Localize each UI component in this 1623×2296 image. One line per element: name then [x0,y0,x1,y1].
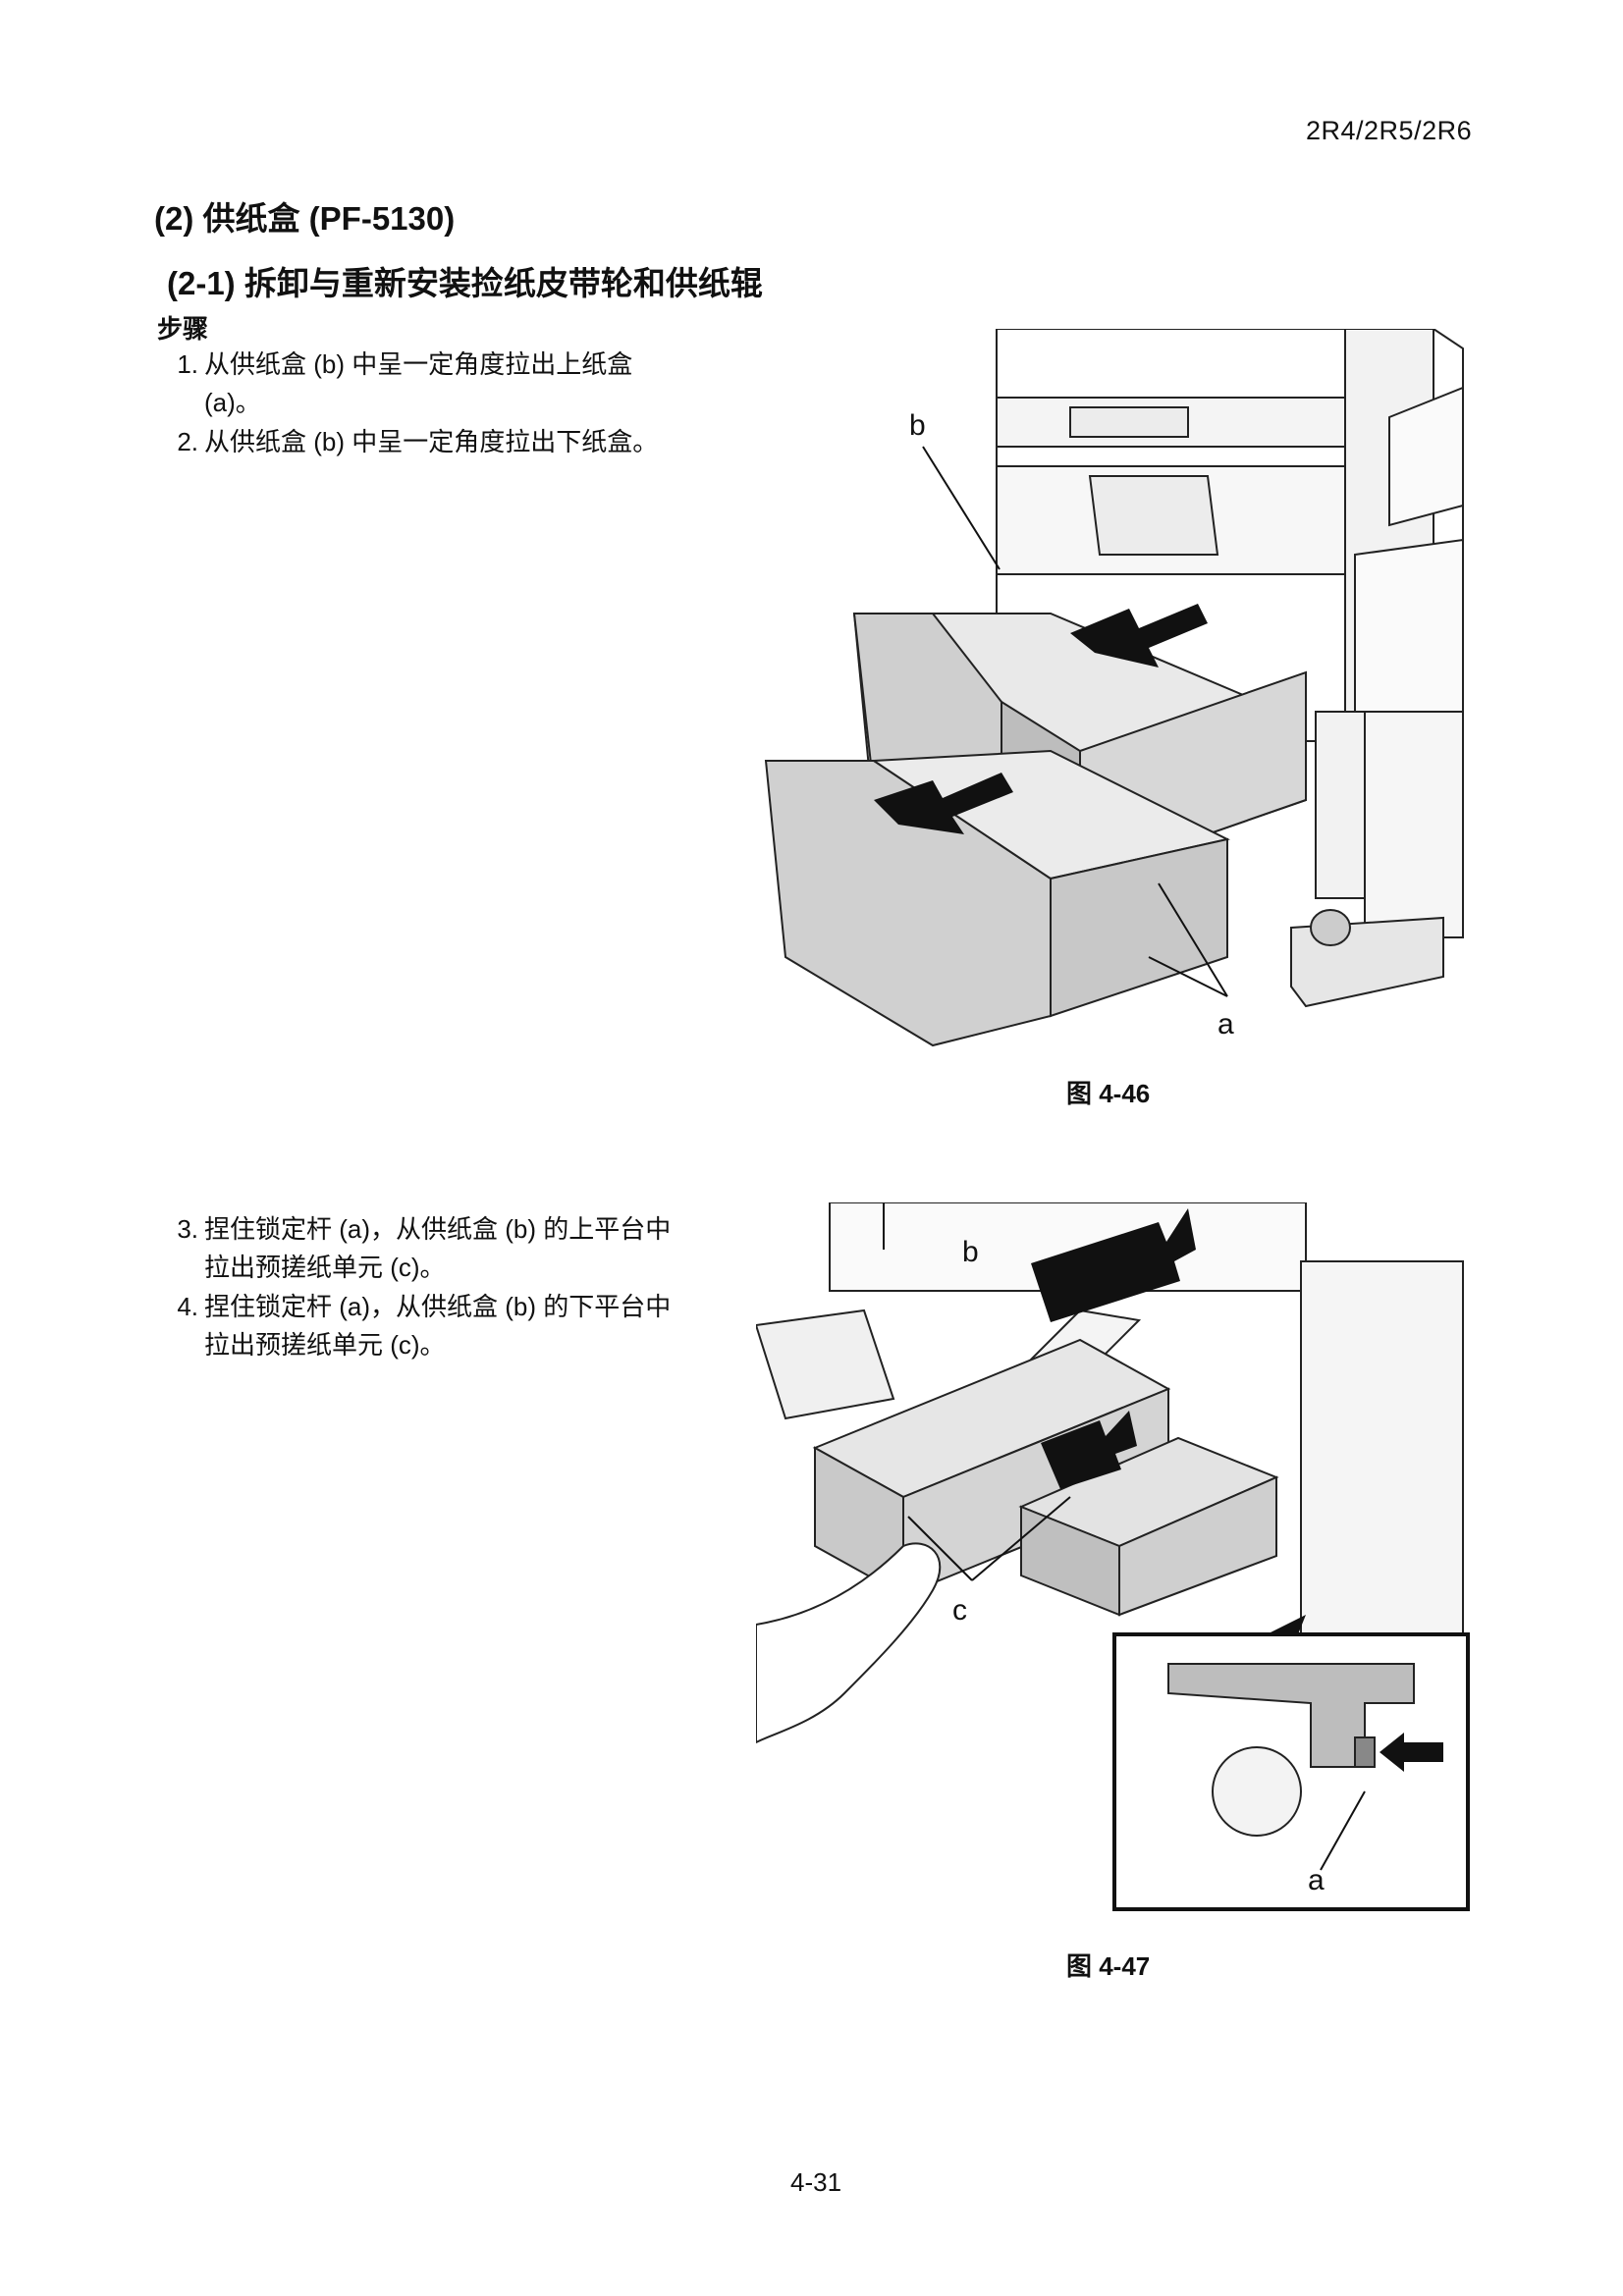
section-title: (2) 供纸盒 (PF-5130) [154,200,456,237]
step-3: 3. 捏住锁定杆 (a)，从供纸盒 (b) 的上平台中 拉出预搓纸单元 (c)。 [169,1210,738,1289]
step-text-cont: 拉出预搓纸单元 (c)。 [204,1330,446,1360]
page-number: 4-31 [790,2167,842,2197]
figure-caption: 图 4-47 [1066,1951,1151,1981]
label-b: b [909,409,926,442]
step-1: 1. 从供纸盒 (b) 中呈一定角度拉出上纸盒 (a)。 [169,346,719,424]
pull-arrow-upper [1031,1208,1196,1322]
step-text: 捏住锁定杆 (a)，从供纸盒 (b) 的下平台中 [204,1292,672,1321]
step-number: 1. [177,349,198,379]
step-2: 2. 从供纸盒 (b) 中呈一定角度拉出下纸盒。 [169,423,719,462]
label-a: a [1217,1008,1234,1041]
figure-4-46-illustration: b a [764,329,1464,1047]
label-c: c [952,1594,967,1627]
step-text: 从供纸盒 (b) 中呈一定角度拉出下纸盒。 [204,427,659,456]
hand-illustration [756,1542,942,1744]
pull-arrow-lower [1041,1411,1137,1489]
label-b: b [962,1236,979,1268]
figure-caption: 图 4-46 [1066,1079,1151,1108]
step-4: 4. 捏住锁定杆 (a)，从供纸盒 (b) 的下平台中 拉出预搓纸单元 (c)。 [169,1288,738,1366]
lock-lever-arrow [1380,1733,1443,1772]
step-number: 2. [177,427,198,456]
step-text: 捏住锁定杆 (a)，从供纸盒 (b) 的上平台中 [204,1214,672,1244]
pull-arrow-lower [874,773,1013,834]
step-text: 从供纸盒 (b) 中呈一定角度拉出上纸盒 [204,349,633,379]
step-number: 3. [177,1214,198,1244]
figure-4-47-illustration: b c a [756,1202,1470,1911]
procedure-heading: 步骤 [157,314,209,344]
step-number: 4. [177,1292,198,1321]
subsection-title: (2-1) 拆卸与重新安装捡纸皮带轮和供纸辊 [167,265,763,301]
label-a: a [1308,1864,1325,1896]
pull-arrow-upper [1070,604,1208,667]
step-text-cont: (a)。 [204,388,261,417]
model-code: 2R4/2R5/2R6 [1306,116,1473,145]
step-text-cont: 拉出预搓纸单元 (c)。 [204,1253,446,1282]
